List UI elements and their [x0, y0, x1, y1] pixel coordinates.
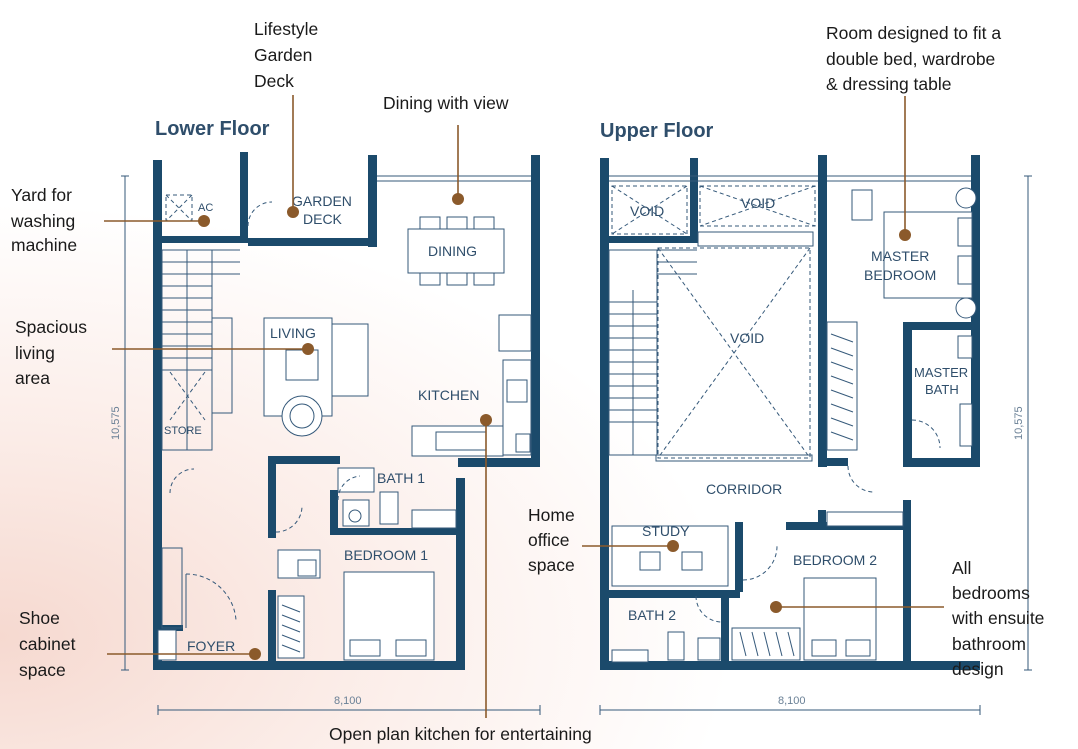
room-label-bedroom2: BEDROOM 2 — [793, 552, 877, 568]
room-label-master-bath-2: BATH — [925, 382, 959, 397]
room-label-study: STUDY — [642, 523, 690, 539]
room-label-garden: GARDEN — [292, 193, 352, 209]
room-label-void-left: VOID — [630, 203, 664, 219]
note-dining-view: Dining with view — [383, 93, 509, 113]
master-bath-fixtures — [911, 335, 973, 449]
void-left-area — [611, 185, 688, 235]
note-bedrooms-4: bathroom — [952, 634, 1026, 654]
note-bedrooms-2: bedrooms — [952, 583, 1030, 603]
upper-floor-title: Upper Floor — [600, 120, 714, 142]
room-label-foyer: FOYER — [187, 638, 235, 654]
note-master-3: & dressing table — [826, 74, 952, 94]
room-label-ac: AC — [198, 202, 213, 214]
lower-staircase — [161, 249, 240, 451]
room-label-bedroom1: BEDROOM 1 — [344, 547, 428, 563]
note-office-3: space — [528, 555, 575, 575]
note-office-2: office — [528, 530, 570, 550]
room-label-master: MASTER — [871, 248, 929, 264]
marker-living — [302, 343, 314, 355]
corridor-cabinet — [826, 511, 904, 527]
room-label-store: STORE — [164, 425, 202, 437]
room-label-master-bath: MASTER — [914, 365, 968, 380]
note-bedrooms-1: All — [952, 558, 971, 578]
note-master-1: Room designed to fit a — [826, 23, 1001, 43]
bedroom1-furniture — [277, 549, 435, 661]
note-shoe-2: cabinet — [19, 634, 76, 654]
void-top-area — [699, 185, 816, 227]
study-furniture — [611, 525, 729, 587]
dining-table — [407, 216, 505, 286]
note-washing-3: machine — [11, 235, 77, 255]
lower-width-dimension: 8,100 — [334, 695, 362, 707]
marker-shoe — [249, 648, 261, 660]
foyer-fixtures — [157, 547, 237, 661]
note-master-2: double bed, wardrobe — [826, 49, 995, 69]
note-living-1: Spacious — [15, 317, 87, 337]
annotation-leaders — [104, 95, 944, 718]
room-label-bath1: BATH 1 — [377, 470, 425, 486]
note-garden-deck-2: Garden — [254, 45, 312, 65]
marker-master — [899, 229, 911, 241]
annotations-text: Lifestyle Garden Deck Dining with view Y… — [10, 19, 1044, 744]
marker-bedrooms — [770, 601, 782, 613]
room-label-master-bedroom: BEDROOM — [864, 267, 936, 283]
bedroom2-furniture — [731, 545, 877, 661]
note-office-1: Home — [528, 505, 575, 525]
note-living-3: area — [15, 368, 50, 388]
bath2-fixtures — [611, 595, 723, 663]
upper-height-dimension: 10,575 — [1013, 406, 1025, 440]
room-label-corridor: CORRIDOR — [706, 481, 782, 497]
upper-width-dimension: 8,100 — [778, 695, 806, 707]
lower-height-dimension: 10,575 — [110, 406, 122, 440]
lower-dimensions: 10,575 8,100 — [110, 175, 541, 715]
bath1-fixtures — [337, 467, 457, 529]
marker-washing — [198, 215, 210, 227]
room-label-deck: DECK — [303, 211, 343, 227]
note-garden-deck-3: Deck — [254, 71, 294, 91]
note-shoe-1: Shoe — [19, 608, 60, 628]
marker-dining — [452, 193, 464, 205]
note-living-2: living — [15, 343, 55, 363]
lower-floor-title: Lower Floor — [155, 118, 270, 140]
room-label-dining: DINING — [428, 243, 477, 259]
lower-floor-walls — [153, 152, 540, 670]
note-garden-deck-1: Lifestyle — [254, 19, 318, 39]
marker-office — [667, 540, 679, 552]
room-label-void-center: VOID — [730, 330, 764, 346]
living-furniture — [263, 317, 369, 437]
upper-floor-plan: Upper Floor VOID — [599, 120, 1032, 715]
note-washing-2: washing — [10, 211, 75, 231]
door-arc — [169, 468, 195, 494]
note-washing-1: Yard for — [11, 185, 72, 205]
room-label-bath2: BATH 2 — [628, 607, 676, 623]
marker-garden-deck — [287, 206, 299, 218]
note-bedrooms-3: with ensuite — [951, 608, 1044, 628]
master-bedroom-furniture — [826, 187, 977, 451]
room-label-kitchen: KITCHEN — [418, 387, 479, 403]
marker-kitchen — [480, 414, 492, 426]
lower-floor-plan: Lower Floor AC — [110, 118, 541, 715]
note-bedrooms-5: design — [952, 659, 1004, 679]
kitchen-counter — [411, 314, 532, 457]
note-kitchen: Open plan kitchen for entertaining — [329, 724, 592, 744]
door-arc — [847, 465, 875, 493]
note-shoe-3: space — [19, 660, 66, 680]
door-arc — [247, 201, 273, 227]
room-label-living: LIVING — [270, 325, 316, 341]
upper-dimensions: 10,575 8,100 — [599, 175, 1032, 715]
void-center-area — [657, 247, 811, 459]
door-arc — [275, 505, 303, 533]
room-label-void-top: VOID — [741, 195, 775, 211]
upper-staircase — [608, 249, 697, 456]
